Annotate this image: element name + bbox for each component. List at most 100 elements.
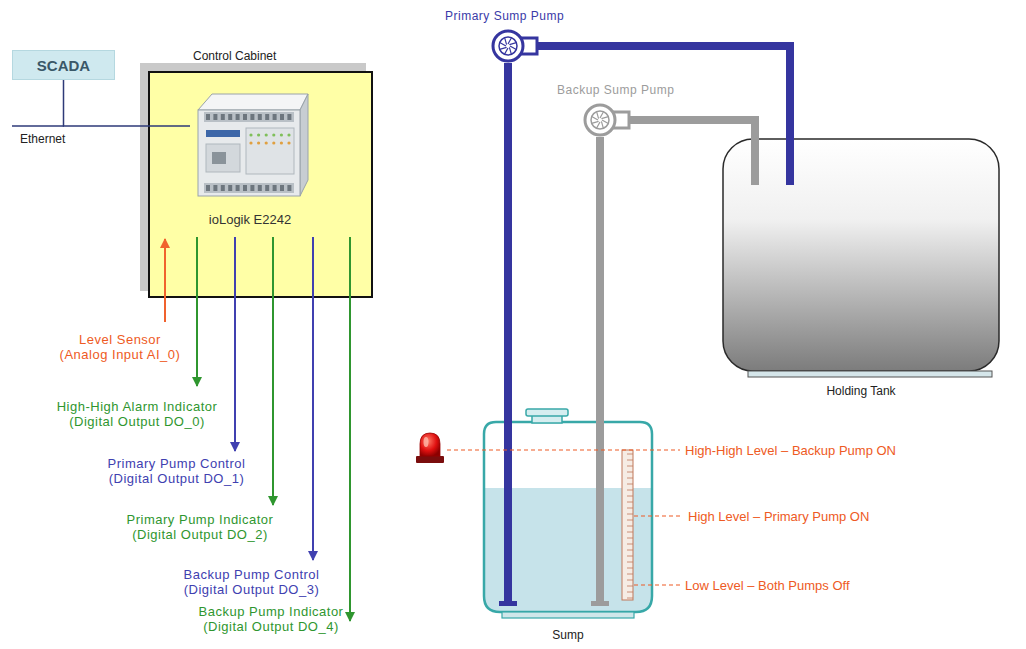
terminal-screw (206, 185, 210, 191)
network-label: Ethernet (20, 132, 65, 147)
impeller-vane (602, 120, 608, 124)
status-led (265, 141, 268, 144)
pump-name: Primary Sump Pump (445, 9, 564, 24)
sump-lid-neck (532, 414, 562, 423)
impeller-vane (600, 112, 604, 118)
ethernet-link (64, 80, 191, 126)
backup-pump: Backup Sump Pump (582, 103, 630, 137)
terminal-strip (204, 112, 294, 122)
impeller-vane (505, 38, 507, 45)
impeller-vane (592, 116, 598, 120)
pipe-foot (499, 601, 517, 606)
level-setpoint-label: High-High Level – Backup Pump ON (685, 443, 896, 458)
pump-impeller (499, 37, 517, 55)
impeller-vane (508, 38, 512, 44)
pump-name: Backup Sump Pump (557, 83, 674, 98)
terminal-screw (221, 114, 225, 120)
sump-lid (526, 409, 568, 416)
impeller-vane (601, 117, 608, 119)
impeller-vane (504, 48, 508, 54)
beacon-highlight (424, 437, 429, 447)
pump-casing (493, 31, 523, 61)
terminal-screw (213, 185, 217, 191)
suction-pipe-end (596, 408, 604, 604)
status-led (257, 133, 260, 136)
terminal-screw (221, 185, 225, 191)
sump-name: Sump (480, 628, 656, 643)
sump-interior (484, 422, 652, 612)
terminal-screw (250, 114, 254, 120)
gauge-tick (627, 598, 633, 599)
gauge-tick (627, 484, 633, 485)
signal-label: Level Sensor (Analog Input AI_0) (56, 332, 184, 362)
discharge-pipe (630, 120, 755, 138)
gauge-tick (627, 562, 633, 563)
sump-outline (480, 408, 656, 614)
beacon-base (416, 456, 444, 463)
impeller-vane (509, 43, 516, 45)
level-leader-line (447, 449, 680, 450)
digital-output-arrow (196, 237, 198, 386)
module-front (198, 110, 300, 196)
terminal-strip (204, 183, 294, 193)
impeller-vane (500, 47, 507, 49)
terminal-screw (280, 114, 284, 120)
terminal-screw (287, 114, 291, 120)
level-gauge (622, 450, 633, 600)
terminal-screw (287, 185, 291, 191)
impeller-vane (510, 46, 516, 50)
level-setpoint-label: High Level – Primary Pump ON (688, 509, 869, 524)
signal-label: Primary Pump Indicator (Digital Output D… (123, 512, 277, 542)
level-setpoint-label: Low Level – Both Pumps Off (685, 578, 850, 593)
impeller-vane (592, 121, 599, 123)
status-led (280, 141, 283, 144)
terminal-screw (243, 114, 247, 120)
terminal-screw (273, 114, 277, 120)
status-led (287, 133, 290, 136)
pump-casing (585, 105, 615, 135)
port-panel (206, 144, 240, 172)
discharge-pipe (538, 46, 790, 138)
status-led (287, 141, 290, 144)
gauge-tick (627, 526, 633, 527)
gauge-tick (627, 490, 633, 491)
gauge-tick (627, 586, 633, 587)
cabinet-heading: Control Cabinet (193, 49, 276, 64)
gauge-tick (627, 466, 633, 467)
sump-plinth (502, 612, 634, 618)
device-name: ioLogik E2242 (190, 212, 310, 227)
signal-label: Backup Pump Control (Digital Output DO_3… (180, 567, 323, 597)
status-led (272, 141, 275, 144)
gauge-tick (627, 472, 633, 473)
tank-outline (722, 138, 1000, 372)
impeller-vane (596, 122, 600, 128)
scada-box: SCADA (12, 50, 115, 80)
terminal-screw (265, 185, 269, 191)
signal-label: High-High Alarm Indicator (Digital Outpu… (53, 399, 221, 429)
gauge-tick (627, 508, 633, 509)
digital-output-arrow (272, 237, 274, 505)
module-top (198, 94, 308, 110)
gauge-tick (627, 520, 633, 521)
cabinet-shadow (140, 63, 366, 291)
tank-body (723, 139, 999, 371)
terminal-screw (265, 114, 269, 120)
impeller-vane (597, 112, 599, 119)
tank-plinth (748, 371, 992, 377)
status-led (249, 141, 252, 144)
pipe-foot (591, 601, 609, 606)
sump-tank: Sump (480, 408, 656, 614)
pump-outlet (611, 112, 629, 128)
terminal-screw (258, 114, 262, 120)
pump-outlet (519, 38, 537, 54)
module-side (300, 94, 308, 196)
terminal-screw (243, 185, 247, 191)
gauge-tick (627, 592, 633, 593)
gauge-tick (627, 568, 633, 569)
signal-label: Backup Pump Indicator (Digital Output DO… (195, 604, 347, 634)
terminal-screw (273, 185, 277, 191)
impeller-vane (509, 47, 511, 54)
gauge-tick (627, 538, 633, 539)
